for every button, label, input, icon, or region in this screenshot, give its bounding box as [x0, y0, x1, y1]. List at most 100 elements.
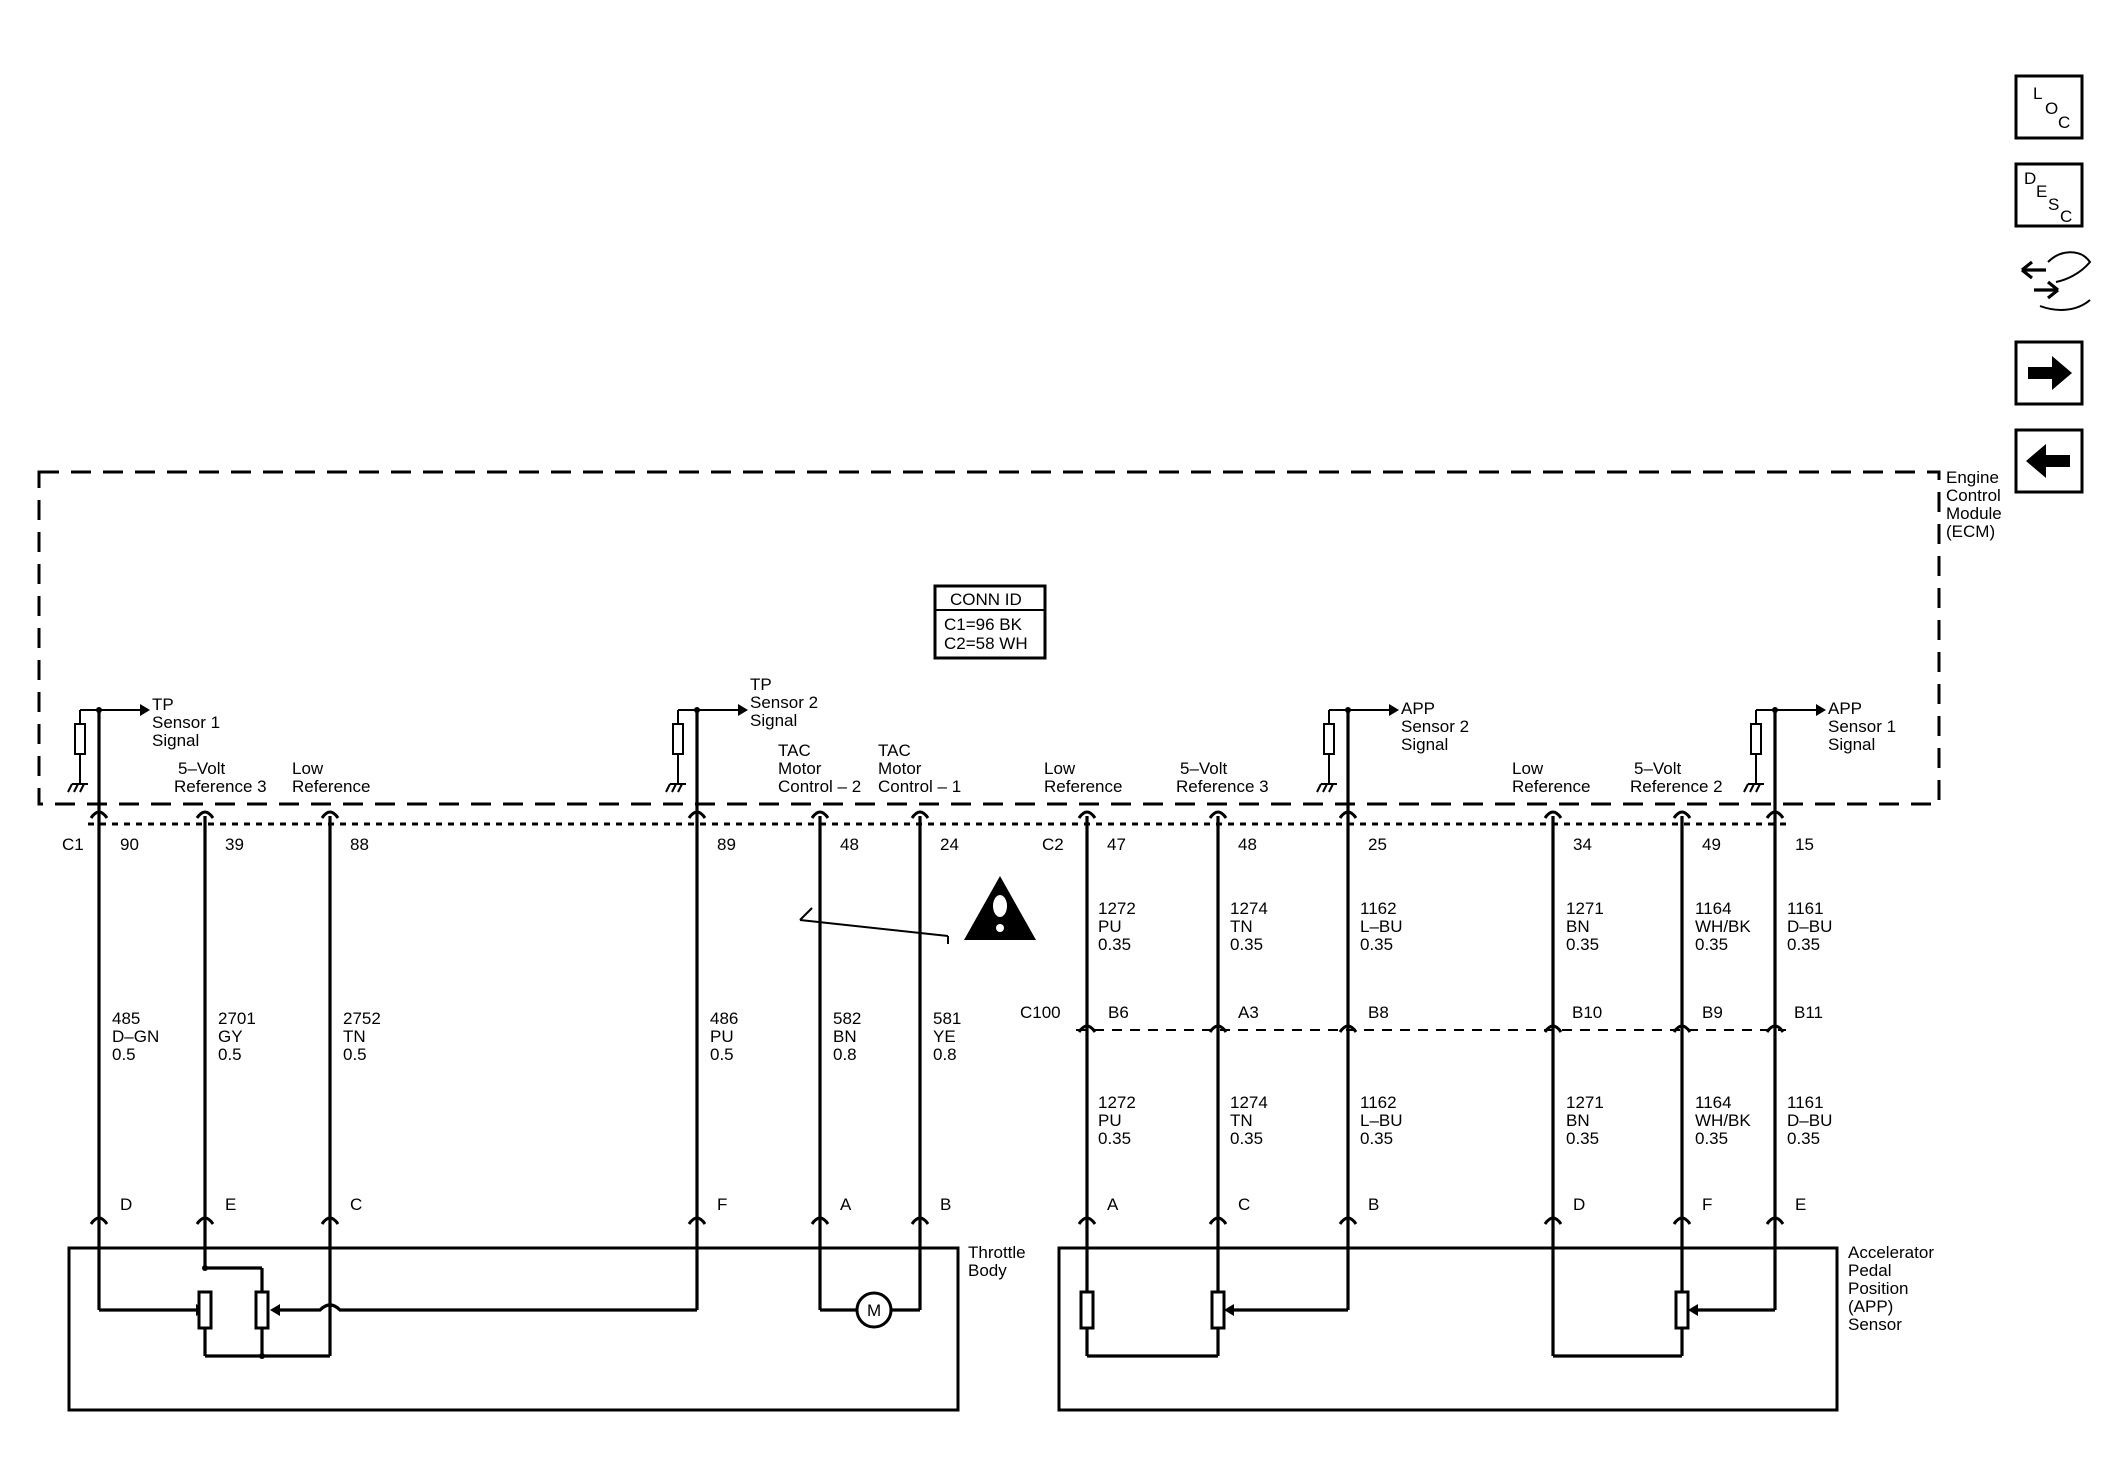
location-button[interactable]: L O C [2014, 74, 2084, 140]
svg-text:0.35: 0.35 [1566, 935, 1599, 954]
svg-text:0.35: 0.35 [1098, 935, 1131, 954]
svg-text:B8: B8 [1368, 1003, 1389, 1022]
svg-text:Sensor 1: Sensor 1 [1828, 717, 1896, 736]
svg-text:Reference 3: Reference 3 [1176, 777, 1269, 796]
svg-text:B: B [1368, 1195, 1379, 1214]
next-button[interactable] [2014, 340, 2084, 406]
svg-text:BN: BN [1566, 1111, 1590, 1130]
svg-text:2701: 2701 [218, 1009, 256, 1028]
svg-text:(APP): (APP) [1848, 1297, 1893, 1316]
svg-text:90: 90 [120, 835, 139, 854]
svg-text:0.35: 0.35 [1360, 1129, 1393, 1148]
svg-text:D–GN: D–GN [112, 1027, 159, 1046]
svg-text:B: B [940, 1195, 951, 1214]
svg-text:Low: Low [292, 759, 324, 778]
ecm-terminals [89, 810, 1785, 819]
svg-text:WH/BK: WH/BK [1695, 917, 1751, 936]
ecm-label: Engine Control Module (ECM) [1946, 468, 2002, 541]
wire-labels-left: 485 D–GN 0.5 2701 GY 0.5 2752 TN 0.5 486… [112, 1009, 961, 1064]
svg-text:5–Volt: 5–Volt [178, 759, 226, 778]
svg-text:L–BU: L–BU [1360, 1111, 1403, 1130]
svg-text:0.35: 0.35 [1787, 935, 1820, 954]
svg-text:1274: 1274 [1230, 899, 1268, 918]
svg-text:0.35: 0.35 [1787, 1129, 1820, 1148]
svg-text:B9: B9 [1702, 1003, 1723, 1022]
app-sensor: Accelerator Pedal Position (APP) Sensor [1057, 1232, 1934, 1412]
svg-text:C: C [350, 1195, 362, 1214]
svg-text:S: S [2048, 195, 2059, 214]
svg-text:F: F [717, 1195, 727, 1214]
svg-text:Signal: Signal [1828, 735, 1875, 754]
svg-text:0.8: 0.8 [833, 1045, 857, 1064]
svg-text:Reference 2: Reference 2 [1630, 777, 1723, 796]
arrow-right-icon [2028, 356, 2072, 390]
back-button[interactable] [2014, 428, 2084, 494]
svg-text:Sensor 2: Sensor 2 [750, 693, 818, 712]
svg-text:C1=96 BK: C1=96 BK [944, 615, 1023, 634]
svg-text:B11: B11 [1794, 1003, 1823, 1022]
svg-text:Module: Module [1946, 504, 2002, 523]
svg-text:Motor: Motor [778, 759, 822, 778]
svg-text:GY: GY [218, 1027, 243, 1046]
svg-text:49: 49 [1702, 835, 1721, 854]
svg-text:Accelerator: Accelerator [1848, 1243, 1934, 1262]
svg-text:25: 25 [1368, 835, 1387, 854]
signal-app-sensor-1: APP Sensor 1 Signal [1743, 699, 1896, 816]
svg-text:Signal: Signal [152, 731, 199, 750]
wire-labels-right-lower: 1272 PU 0.35 1274 TN 0.35 1162 L–BU 0.35… [1098, 1093, 1832, 1148]
svg-text:1162: 1162 [1360, 1093, 1397, 1112]
svg-text:TP: TP [152, 695, 174, 714]
svg-text:D–BU: D–BU [1787, 1111, 1832, 1130]
svg-text:BN: BN [833, 1027, 857, 1046]
svg-text:O: O [2045, 99, 2058, 118]
svg-text:0.5: 0.5 [343, 1045, 367, 1064]
svg-text:APP: APP [1828, 699, 1862, 718]
svg-text:2752: 2752 [343, 1009, 381, 1028]
svg-text:A3: A3 [1238, 1003, 1259, 1022]
svg-text:0.5: 0.5 [710, 1045, 734, 1064]
svg-text:1162: 1162 [1360, 899, 1397, 918]
svg-text:Low: Low [1512, 759, 1544, 778]
description-button[interactable]: D E S C [2014, 162, 2084, 228]
connector-swap-icon[interactable] [2021, 251, 2092, 311]
svg-text:582: 582 [833, 1009, 861, 1028]
svg-text:0.5: 0.5 [112, 1045, 136, 1064]
arrow-left-icon [2026, 444, 2070, 478]
svg-text:C: C [1238, 1195, 1250, 1214]
circuit-labels: 5–Volt Reference 3 Low Reference TAC Mot… [174, 741, 1723, 796]
svg-text:47: 47 [1107, 835, 1126, 854]
svg-text:Body: Body [968, 1261, 1007, 1280]
svg-text:TN: TN [1230, 917, 1253, 936]
svg-text:A: A [1107, 1195, 1119, 1214]
svg-text:TAC: TAC [878, 741, 911, 760]
svg-text:D: D [120, 1195, 132, 1214]
svg-text:TN: TN [1230, 1111, 1253, 1130]
svg-text:34: 34 [1573, 835, 1592, 854]
component-terminals [89, 1216, 1785, 1225]
svg-text:581: 581 [933, 1009, 961, 1028]
svg-text:0.35: 0.35 [1230, 1129, 1263, 1148]
svg-text:(ECM): (ECM) [1946, 522, 1995, 541]
svg-text:24: 24 [940, 835, 959, 854]
svg-text:1274: 1274 [1230, 1093, 1268, 1112]
twisted-pair-mark [799, 907, 949, 944]
svg-text:0.8: 0.8 [933, 1045, 957, 1064]
throttle-body: Throttle Body M [67, 1232, 1026, 1412]
svg-text:TP: TP [750, 675, 772, 694]
svg-text:D: D [2024, 169, 2036, 188]
svg-text:Reference: Reference [1044, 777, 1122, 796]
svg-text:0.35: 0.35 [1230, 935, 1263, 954]
svg-text:Control – 1: Control – 1 [878, 777, 961, 796]
svg-text:89: 89 [717, 835, 736, 854]
svg-text:C2=58 WH: C2=58 WH [944, 634, 1028, 653]
signal-tp-sensor-1: TP Sensor 1 Signal [67, 695, 220, 816]
svg-text:CONN ID: CONN ID [950, 590, 1022, 609]
svg-text:486: 486 [710, 1009, 738, 1028]
svg-text:Pedal: Pedal [1848, 1261, 1891, 1280]
svg-text:E: E [1795, 1195, 1806, 1214]
svg-text:1271: 1271 [1566, 899, 1604, 918]
svg-text:BN: BN [1566, 917, 1590, 936]
svg-text:Throttle: Throttle [968, 1243, 1026, 1262]
svg-text:1161: 1161 [1787, 899, 1824, 918]
svg-text:1272: 1272 [1098, 899, 1136, 918]
